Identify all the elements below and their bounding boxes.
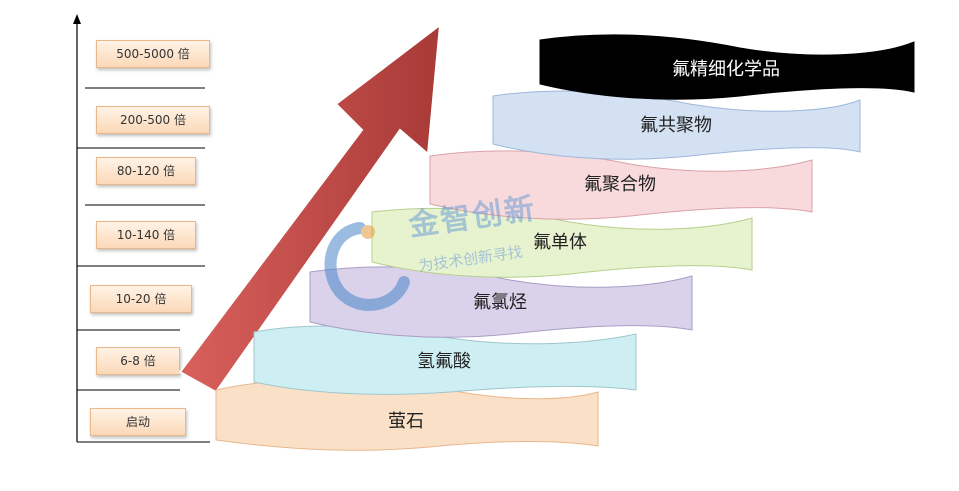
step-label: 氟氯烃	[473, 292, 527, 313]
level-label-4: 80-120 倍	[96, 157, 196, 185]
level-label-start: 启动	[90, 408, 186, 436]
level-label-6: 500-5000 倍	[96, 40, 210, 68]
level-label-1: 6-8 倍	[96, 347, 180, 375]
level-label-3: 10-140 倍	[96, 221, 196, 249]
step-label: 氢氟酸	[417, 351, 471, 372]
step-banner-fluoropolymer: 氟聚合物	[429, 150, 813, 220]
step-label: 氟共聚物	[640, 115, 712, 136]
step-label: 氟单体	[533, 232, 587, 253]
step-banner-hydrofluoric-acid: 氢氟酸	[253, 325, 637, 395]
step-label: 萤石	[388, 411, 424, 432]
level-label-5: 200-500 倍	[96, 106, 210, 134]
step-banner-shape	[539, 34, 915, 100]
step-label: 氟精细化学品	[672, 59, 780, 80]
level-label-2: 10-20 倍	[90, 285, 192, 313]
step-banner-fine-chemicals: 氟精细化学品	[539, 34, 915, 100]
step-label: 氟聚合物	[584, 174, 656, 195]
